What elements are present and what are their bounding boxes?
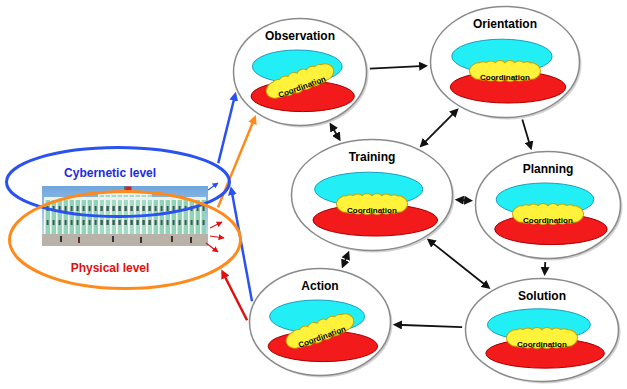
square-ground [42,234,208,246]
stage-ellipse: SolutionCoordination [464,277,620,383]
physical-part [450,71,566,103]
connector-arrow [429,240,488,287]
stage-ellipse: TrainingCoordination [290,138,454,252]
physical-part [486,338,605,368]
stage-ellipse: PlanningCoordination [474,150,622,260]
cloud-label: Coordination [517,340,567,349]
person [112,236,114,242]
stage-outline [431,7,580,118]
connector-arrow [343,254,348,266]
cloud-label: Coordination [523,216,573,225]
connector-arrow [223,272,247,320]
signal-arrow [206,243,218,252]
person [171,236,173,242]
connector-arrow [544,262,546,273]
coordination-cloud: Coordination [507,328,577,348]
stage-ellipse: OrientationCoordination [429,5,581,119]
stage-title: Action [301,280,338,294]
connector-arrow [458,199,471,202]
stage-ellipse: ActionCoordination [248,267,392,377]
coordination-cloud: Coordination [513,204,583,224]
level-label: Physical level [71,262,150,276]
connector-arrow [522,120,530,148]
connector-arrow [331,125,339,139]
signal-arrow [208,183,218,190]
cloud-label: Coordination [347,206,397,215]
connector-arrow [218,95,235,163]
stage-title: Solution [518,290,566,304]
stage-outline [234,19,367,126]
person [190,237,192,243]
connector-arrow [422,110,457,145]
coordination-cloud: Coordination [337,194,407,214]
person [78,237,80,243]
connector-arrow [370,66,425,69]
connector-arrow [396,325,462,327]
stage-title: Observation [265,30,335,44]
connector-arrow [231,189,252,301]
stage-outline [250,269,391,376]
level-ellipse: Physical level [8,190,242,290]
stage-ellipse: ObservationCoordination [232,17,368,127]
physical-part [313,204,438,236]
level-label: Cybernetic level [64,167,156,181]
stage-outline [466,279,619,382]
stage-title: Orientation [473,18,537,32]
stage-title: Planning [523,163,574,177]
coordination-cloud: Coordination [470,61,540,81]
signal-arrow [210,236,224,238]
level-ring [10,192,241,289]
stage-outline [292,140,453,251]
stage-title: Training [349,151,396,165]
flag [126,187,132,191]
physical-part [495,214,607,245]
stage-outline [476,152,621,259]
person [60,236,62,242]
person [140,237,142,243]
signal-arrow [210,222,222,228]
cloud-label: Coordination [480,73,530,82]
